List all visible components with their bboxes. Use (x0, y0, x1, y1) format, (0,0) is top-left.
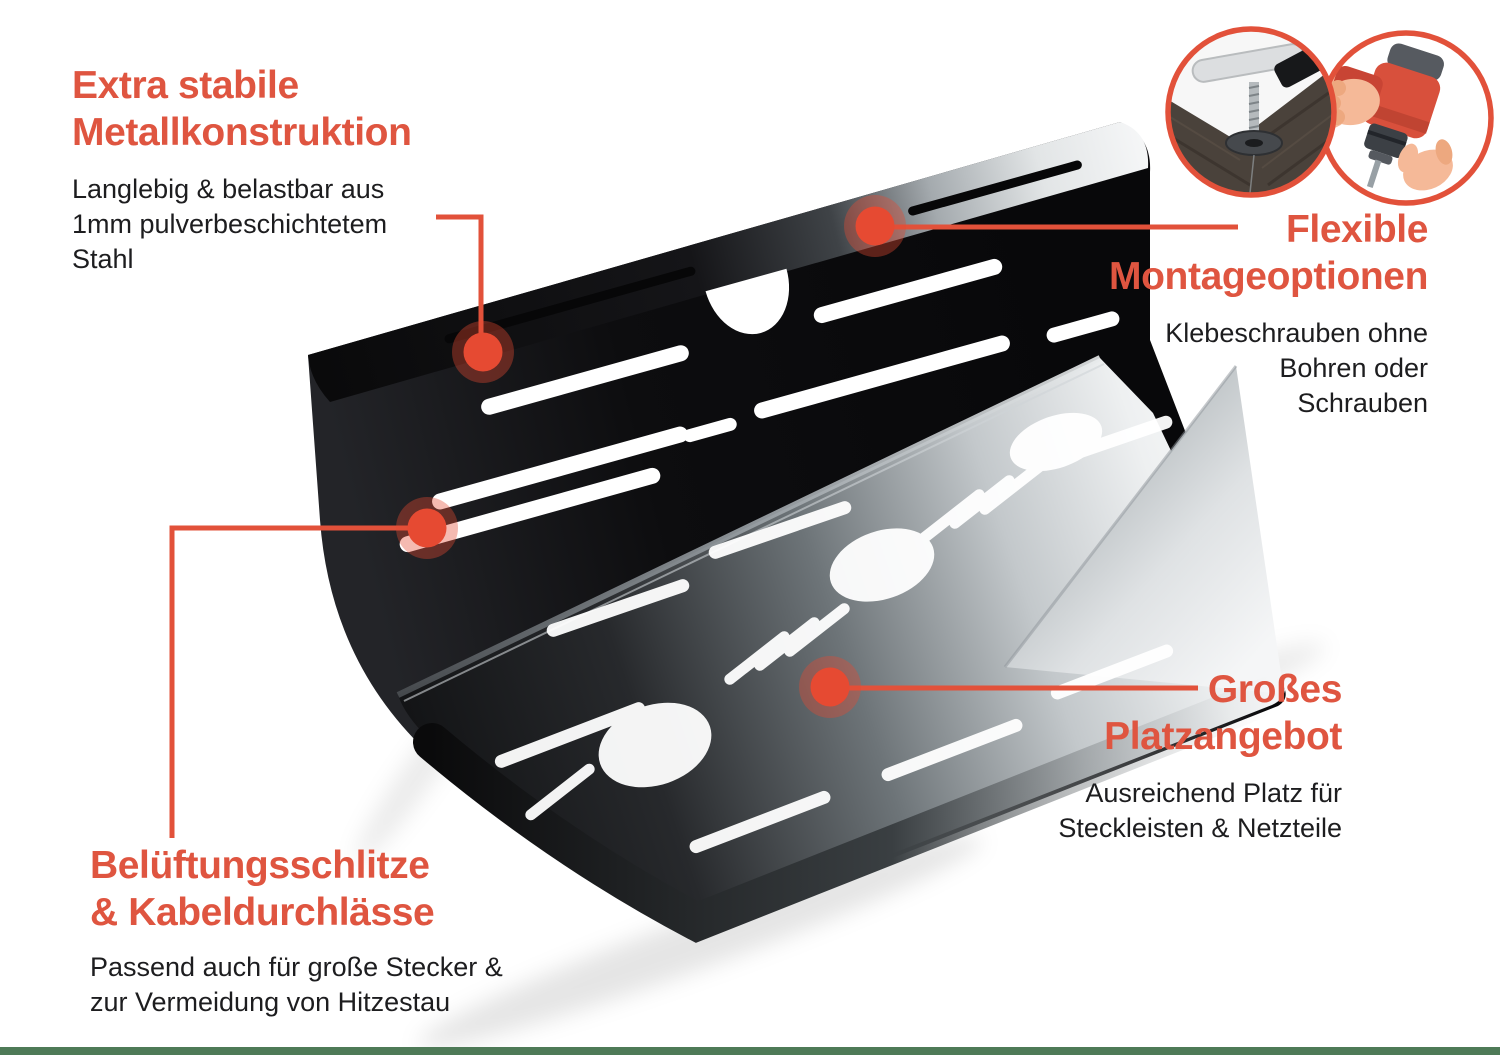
screw-mount-photo-icon (1165, 26, 1337, 198)
footer-accent-bar (0, 1047, 1500, 1055)
callout-heading: Extra stabile (72, 64, 299, 107)
callout-dot-metall (452, 321, 514, 383)
callout-dot-lueftung (396, 497, 458, 559)
callout-dot-platz (799, 656, 861, 718)
floor-vent-slots (494, 412, 1174, 854)
cable-pass-notch (705, 268, 790, 335)
callout-body: Ausreichend Platz für Steckleisten & Net… (1058, 778, 1342, 843)
flange-slot (908, 160, 1082, 216)
callout-heading: Belüftungsschlitze (90, 844, 430, 887)
callout-montageoptionen: Flexible Montageoptionen Klebeschrauben … (1109, 206, 1428, 421)
wall-vent-slots (399, 258, 1120, 553)
floor-fold-highlight (396, 355, 1102, 698)
callout-metallkonstruktion: Extra stabile Metallkonstruktion Langleb… (72, 62, 412, 277)
callout-heading: Flexible (1285, 208, 1428, 251)
callout-body: Passend auch für große Stecker & zur Ver… (90, 952, 503, 1017)
connector-line-lueftung (169, 525, 427, 838)
flange-slot (444, 266, 696, 344)
cable-hole (1009, 412, 1103, 472)
callout-body: Klebeschrauben ohne Bohren oder Schraube… (1165, 318, 1428, 418)
callout-heading: Metallkonstruktion (72, 111, 412, 154)
callout-body: Langlebig & belastbar aus 1mm pulverbesc… (72, 174, 388, 274)
callout-platzangebot: Großes Platzangebot Ausreichend Platz fü… (1058, 666, 1342, 846)
tray-right-lip (1005, 366, 1284, 694)
callout-dots (396, 195, 906, 718)
callout-heading: Großes (1207, 668, 1343, 711)
cable-tray (308, 122, 1289, 943)
tray-front-lip (413, 676, 1289, 943)
cable-hole (598, 702, 712, 788)
callout-connectors (169, 214, 1238, 838)
tray-right-lip-edge (1003, 365, 1238, 668)
cable-hole (829, 528, 935, 602)
callout-belueftung: Belüftungsschlitze & Kabeldurchlässe Pas… (90, 842, 503, 1020)
connector-line-metall (436, 214, 484, 352)
mounting-flange (308, 122, 1149, 402)
callout-heading: Montageoptionen (1109, 255, 1428, 298)
callout-heading: Platzangebot (1104, 715, 1342, 758)
callout-dot-montage (844, 195, 906, 257)
callout-heading: & Kabeldurchlässe (90, 891, 435, 934)
